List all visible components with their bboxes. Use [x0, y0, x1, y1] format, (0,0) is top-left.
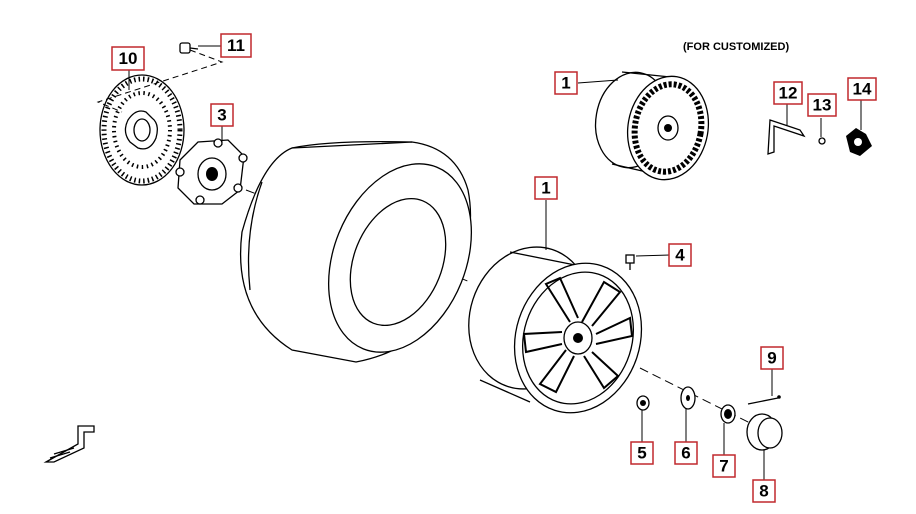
svg-text:5: 5	[637, 444, 646, 463]
callout-hub-adapter: 14	[847, 77, 877, 101]
callout-cotter-pin: 9	[760, 346, 784, 370]
direction-arrow-icon	[43, 425, 95, 463]
svg-text:9: 9	[767, 349, 776, 368]
svg-text:1: 1	[561, 74, 570, 93]
washer	[680, 386, 696, 410]
castle-nut	[720, 404, 736, 424]
callout-valve: 4	[668, 243, 692, 267]
svg-text:3: 3	[217, 106, 226, 125]
svg-text:13: 13	[813, 96, 832, 115]
callout-wrench: 12	[773, 81, 803, 105]
customized-wheel-rim	[594, 71, 710, 181]
svg-text:7: 7	[719, 457, 728, 476]
callout-ball: 13	[807, 93, 837, 117]
svg-text:14: 14	[853, 80, 872, 99]
customized-caption: (FOR CUSTOMIZED)	[683, 41, 789, 53]
cotter-pin	[747, 395, 781, 405]
callout-bolt: 11	[220, 33, 252, 58]
dust-cap	[746, 413, 783, 451]
svg-text:12: 12	[779, 84, 798, 103]
svg-text:1: 1	[541, 179, 550, 198]
leader-lines	[128, 45, 862, 480]
small-cap	[636, 395, 650, 411]
callout-hub: 3	[210, 103, 234, 127]
wrench	[767, 119, 806, 155]
callout-small-cap: 5	[630, 441, 654, 465]
tire	[239, 140, 473, 363]
brake-disc	[99, 74, 185, 186]
callout-washer: 6	[674, 441, 698, 465]
ball	[818, 137, 826, 145]
callout-brake-disc: 10	[111, 46, 145, 71]
callout-castle-nut: 7	[712, 454, 736, 478]
svg-text:11: 11	[227, 36, 245, 55]
bolt	[179, 42, 199, 54]
callout-wheel: 1	[534, 176, 558, 200]
callout-dust-cap: 8	[752, 479, 776, 503]
svg-text:4: 4	[675, 246, 685, 265]
valve	[625, 254, 635, 270]
wheel-hub	[175, 138, 248, 205]
callout-wheel-custom: 1	[554, 71, 578, 95]
svg-text:8: 8	[759, 482, 768, 501]
wheel-rim	[468, 246, 643, 414]
hub-adapter	[846, 128, 872, 156]
svg-text:6: 6	[681, 444, 690, 463]
svg-text:10: 10	[119, 49, 138, 68]
